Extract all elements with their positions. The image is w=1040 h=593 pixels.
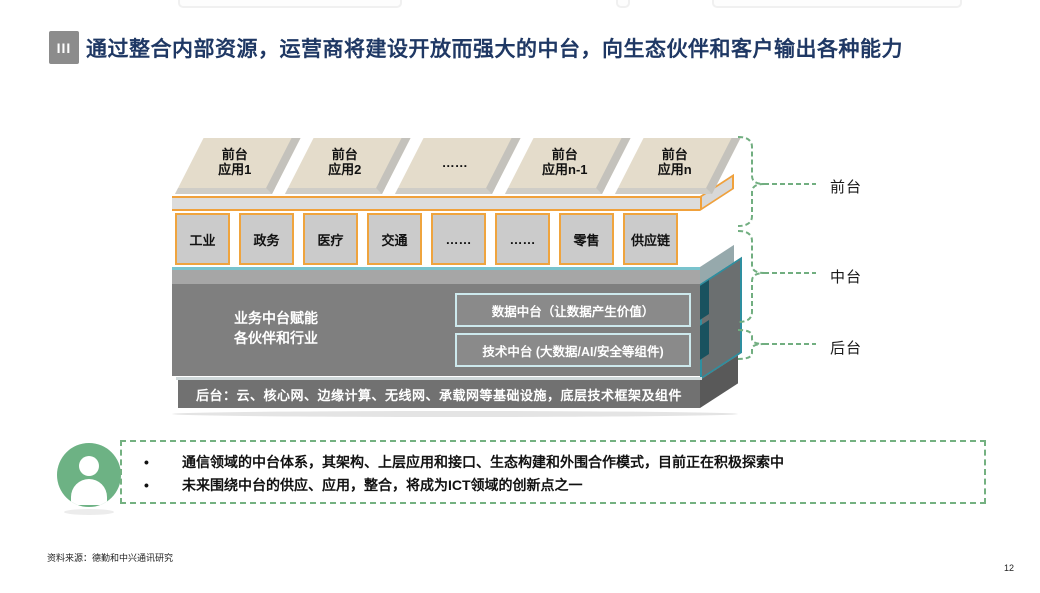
industry-box: 政务 xyxy=(239,213,294,265)
data-platform-box: 数据中台（让数据产生价值） xyxy=(455,293,691,327)
top-edge-artifact xyxy=(712,0,962,8)
section-number-badge: III xyxy=(49,31,79,64)
backend-bar: 后台：云、核心网、边缘计算、无线网、承载网等基础设施，底层技术框架及组件 xyxy=(178,380,700,408)
front-app-tile: 前台应用1 xyxy=(175,138,301,194)
page-number: 12 xyxy=(1004,563,1015,573)
tile-label: 应用n xyxy=(657,162,692,177)
tile-label: 前台 xyxy=(661,147,688,163)
person-icon xyxy=(57,443,121,507)
business-platform-label: 业务中台赋能 各伙伴和行业 xyxy=(234,310,318,346)
industry-box: 工业 xyxy=(175,213,230,265)
brace-label-middlestage: 中台 xyxy=(830,269,863,286)
front-app-tile: 前台应用2 xyxy=(285,138,411,194)
top-edge-artifact xyxy=(616,0,630,8)
brace-label-frontstage: 前台 xyxy=(830,179,863,196)
source-note: 资料来源：德勤和中兴通讯研究 xyxy=(47,553,174,563)
industry-box: 医疗 xyxy=(303,213,358,265)
top-edge-artifact xyxy=(178,0,402,8)
front-app-tile: …… xyxy=(395,138,521,194)
tile-label: 应用2 xyxy=(328,162,362,177)
backend-strip xyxy=(176,377,702,380)
slide-title: 通过整合内部资源，运营商将建设开放而强大的中台，向生态伙伴和客户输出各种能力 xyxy=(86,38,903,61)
industry-box: …… xyxy=(431,213,486,265)
tile-label: 前台 xyxy=(551,147,578,163)
tile-label: 前台 xyxy=(331,147,358,163)
tile-label: 应用1 xyxy=(218,162,252,177)
key-takeaways-box: 通信领域的中台体系，其架构、上层应用和接口、生态构建和外围合作模式，目前正在积极… xyxy=(120,440,986,504)
diagram-shadow xyxy=(172,411,738,417)
tile-label: 前台 xyxy=(221,147,248,163)
person-icon-shadow xyxy=(64,509,114,515)
middle-platform-deck xyxy=(172,267,700,284)
takeaway-bullet: 未来围绕中台的供应、应用，整合，将成为ICT领域的创新点之一 xyxy=(136,474,970,497)
industry-box: …… xyxy=(495,213,550,265)
tile-label: …… xyxy=(441,154,468,170)
tech-platform-box: 技术中台 (大数据/AI/安全等组件) xyxy=(455,333,691,367)
industry-box: 供应链 xyxy=(623,213,678,265)
platform-architecture-diagram: 前台应用1 前台应用2 …… 前台应用n-1 前台应用n 工业 政务 医疗 交通… xyxy=(172,132,812,432)
industry-box: 零售 xyxy=(559,213,614,265)
industry-box: 交通 xyxy=(367,213,422,265)
front-platform-bar xyxy=(172,196,700,211)
takeaway-bullet: 通信领域的中台体系，其架构、上层应用和接口、生态构建和外围合作模式，目前正在积极… xyxy=(136,451,970,474)
tile-label: 应用n-1 xyxy=(542,162,588,177)
layer-braces xyxy=(738,136,816,360)
front-app-tile: 前台应用n-1 xyxy=(505,138,631,194)
brace-label-backstage: 后台 xyxy=(830,340,863,357)
business-platform-box: 业务中台赋能 各伙伴和行业 数据中台（让数据产生价值） 技术中台 (大数据/AI… xyxy=(172,284,700,376)
